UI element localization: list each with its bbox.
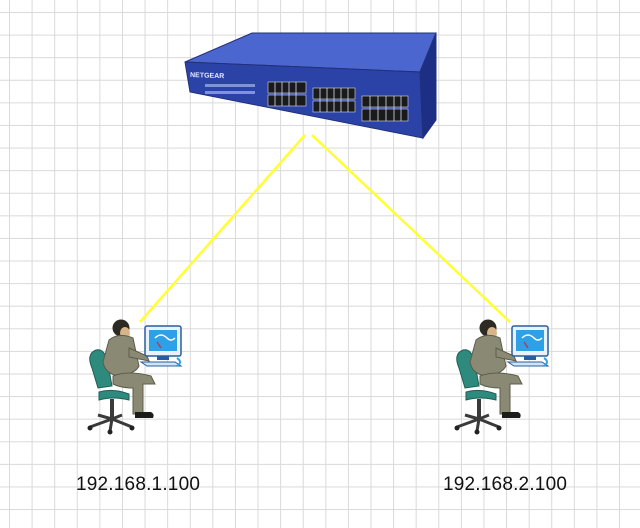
user-workstation-icon[interactable] (88, 320, 182, 435)
switch-vendor-label: NETGEAR (190, 72, 224, 80)
link-switch-to-host-2 (312, 135, 510, 322)
user-workstation-icon[interactable] (455, 320, 549, 435)
link-switch-to-host-1 (140, 135, 305, 322)
host-ip-label-2: 192.168.2.100 (443, 474, 567, 496)
network-switch-icon[interactable]: NETGEAR (185, 33, 436, 138)
host-ip-label-1: 192.168.1.100 (76, 474, 200, 496)
